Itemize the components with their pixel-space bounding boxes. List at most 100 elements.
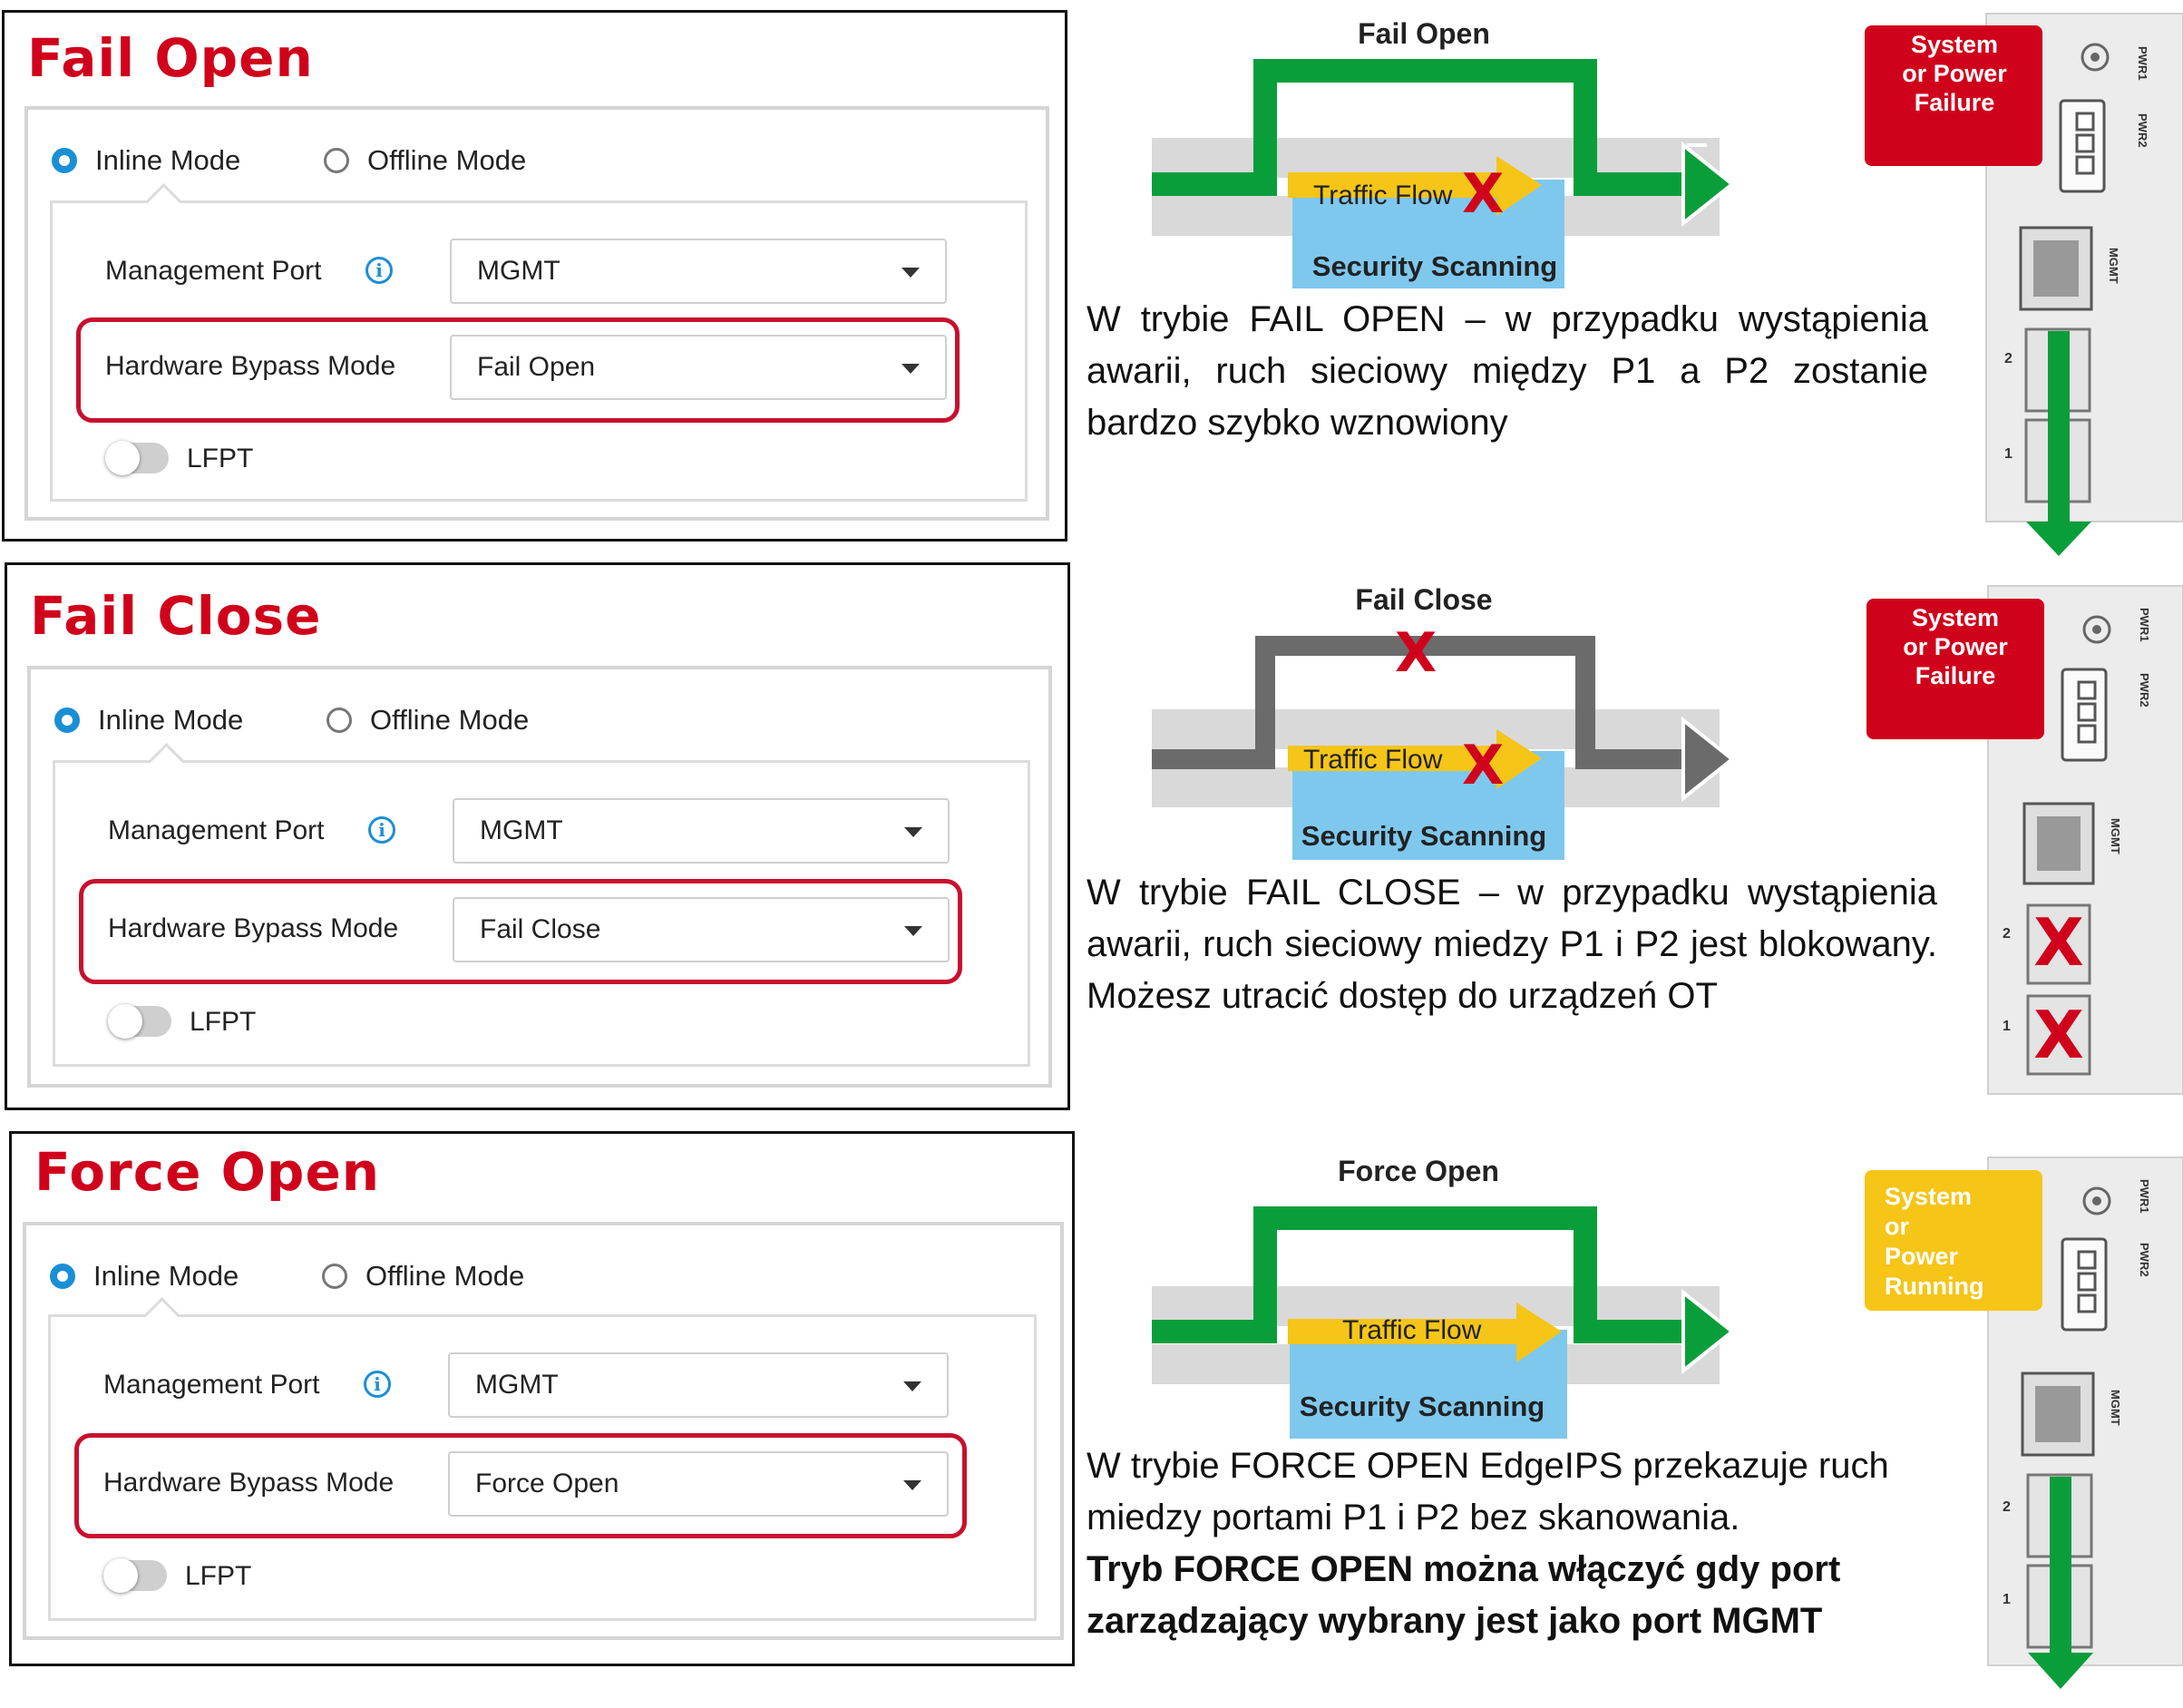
toggle-knob [105, 441, 140, 475]
bypass-path [1152, 636, 1689, 769]
pwr2-label: PWR2 [2138, 1243, 2151, 1277]
down-arrow-icon [2028, 1653, 2093, 1689]
status-line: System [1912, 604, 1999, 631]
status-line: Running [1885, 1273, 1983, 1300]
diagram-title: Fail Close [1355, 583, 1492, 616]
settings-card: Inline Mode Offline Mode Management Port… [23, 1222, 1064, 1640]
scanning-label: Security Scanning [1301, 820, 1546, 852]
tab-notch [142, 1296, 181, 1335]
pipe-lower [1152, 1344, 1720, 1384]
flow-arrow-shaft [2048, 331, 2070, 531]
lfpt-toggle[interactable] [108, 1004, 171, 1039]
port2-label: 2 [2003, 1499, 2011, 1515]
mgmt-label: MGMT [2109, 818, 2122, 854]
radio-empty-icon [326, 708, 352, 733]
traffic-bar [1288, 172, 1496, 198]
device-body [1985, 13, 2183, 522]
inline-mode-radio[interactable]: Inline Mode [52, 144, 240, 177]
port2-label: 2 [2004, 351, 2012, 366]
hardware-bypass-select[interactable]: Fail Close [453, 897, 950, 962]
fail-open-description: W trybie FAIL OPEN – w przypadku wystąpi… [1087, 299, 1928, 443]
management-port-label: Management Port [103, 1370, 320, 1400]
chevron-down-icon [903, 1381, 921, 1391]
management-port-select[interactable]: MGMT [448, 1352, 949, 1418]
status-line: System [1911, 31, 1998, 58]
toggle-knob [103, 1558, 138, 1593]
bypass-arrow-head [1681, 141, 1736, 228]
pipe-upper [1152, 138, 1720, 178]
chevron-down-icon [904, 926, 922, 936]
info-icon[interactable]: i [364, 1371, 391, 1398]
traffic-label: Traffic Flow [1303, 745, 1443, 775]
inline-settings-box: Management Port i MGMT Hardware Bypass M… [48, 1296, 1037, 1621]
hardware-bypass-label: Hardware Bypass Mode [105, 351, 396, 381]
diagram-title: Force Open [1338, 1155, 1499, 1187]
tab-notch [147, 742, 186, 781]
management-port-select[interactable]: MGMT [450, 239, 947, 304]
power-led-icon [2082, 615, 2111, 644]
device-body [1987, 585, 2183, 1095]
status-box [1865, 1170, 2042, 1311]
port1-label: 1 [2003, 1592, 2011, 1607]
status-line: Failure [1915, 662, 1996, 689]
hardware-bypass-select[interactable]: Fail Open [450, 335, 947, 400]
force-open-note: Tryb FORCE OPEN można włączyć gdy port [1087, 1549, 1841, 1589]
fail-close-panel: Fail Close Inline Mode Offline Mode Mana… [5, 562, 1070, 1110]
lfpt-label: LFPT [185, 1561, 252, 1591]
blocked-x-icon: X [1462, 162, 1504, 226]
info-icon[interactable]: i [365, 257, 393, 284]
chevron-down-icon [901, 268, 920, 278]
pwr1-label: PWR1 [2138, 608, 2151, 642]
lfpt-label: LFPT [187, 444, 254, 473]
management-port-select[interactable]: MGMT [453, 798, 950, 864]
port-p1 [2026, 994, 2091, 1076]
device-fail-close: PWR1 PWR2 MGMT 2 1 X X [1987, 585, 2183, 1095]
scanning-label: Security Scanning [1312, 250, 1557, 282]
tab-notch [144, 182, 183, 221]
scanning-zone [1292, 180, 1564, 288]
status-line: Power [1885, 1243, 1959, 1270]
panel-title: Fail Open [27, 27, 314, 89]
status-line: System [1885, 1183, 1972, 1210]
inline-mode-radio[interactable]: Inline Mode [54, 704, 243, 737]
traffic-arrow-head [1496, 729, 1542, 789]
status-box [1865, 25, 2042, 166]
status-line: or Power [1902, 60, 2007, 87]
mgmt-port [2021, 1371, 2095, 1457]
status-line: or Power [1903, 633, 2008, 660]
hardware-bypass-label: Hardware Bypass Mode [103, 1468, 395, 1498]
force-open-description: W trybie FORCE OPEN EdgeIPS przekazuje r… [1087, 1446, 1889, 1641]
port-p2 [2024, 327, 2091, 413]
mgmt-label: MGMT [2109, 1390, 2122, 1426]
pwr2-label: PWR2 [2136, 113, 2149, 148]
blocked-x-icon: X [1462, 734, 1504, 797]
lfpt-toggle[interactable] [103, 1558, 167, 1593]
lfpt-toggle[interactable] [105, 441, 169, 475]
inline-settings-box: Management Port i MGMT Hardware Bypass M… [53, 742, 1030, 1067]
pwr1-label: PWR1 [2138, 1179, 2151, 1214]
management-port-label: Management Port [105, 256, 322, 286]
status-line: or [1885, 1213, 1909, 1240]
mgmt-port [2022, 802, 2095, 885]
inline-mode-radio[interactable]: Inline Mode [50, 1260, 239, 1293]
inline-settings-box: Management Port i MGMT Hardware Bypass M… [50, 182, 1028, 502]
pipe-lower [1152, 767, 1720, 807]
traffic-arrow-head [1496, 156, 1542, 216]
offline-mode-radio[interactable]: Offline Mode [324, 144, 526, 177]
device-fail-open: PWR1 PWR2 MGMT 2 1 [1985, 13, 2183, 556]
traffic-bar [1288, 1319, 1516, 1344]
hardware-bypass-select[interactable]: Force Open [448, 1451, 949, 1517]
pipe-lower [1152, 196, 1720, 236]
radio-selected-icon [54, 708, 80, 733]
settings-card: Inline Mode Offline Mode Management Port… [24, 106, 1049, 521]
status-line: Failure [1915, 89, 1995, 116]
offline-mode-radio[interactable]: Offline Mode [326, 704, 529, 737]
scanning-zone [1290, 1330, 1567, 1439]
port2-label: 2 [2003, 926, 2011, 942]
pwr1-label: PWR1 [2136, 46, 2149, 81]
panel-title: Force Open [34, 1141, 381, 1203]
info-icon[interactable]: i [368, 816, 395, 844]
offline-mode-radio[interactable]: Offline Mode [322, 1260, 524, 1293]
force-open-note: zarządzający wybrany jest jako port MGMT [1087, 1601, 1823, 1641]
management-port-label: Management Port [108, 815, 325, 845]
